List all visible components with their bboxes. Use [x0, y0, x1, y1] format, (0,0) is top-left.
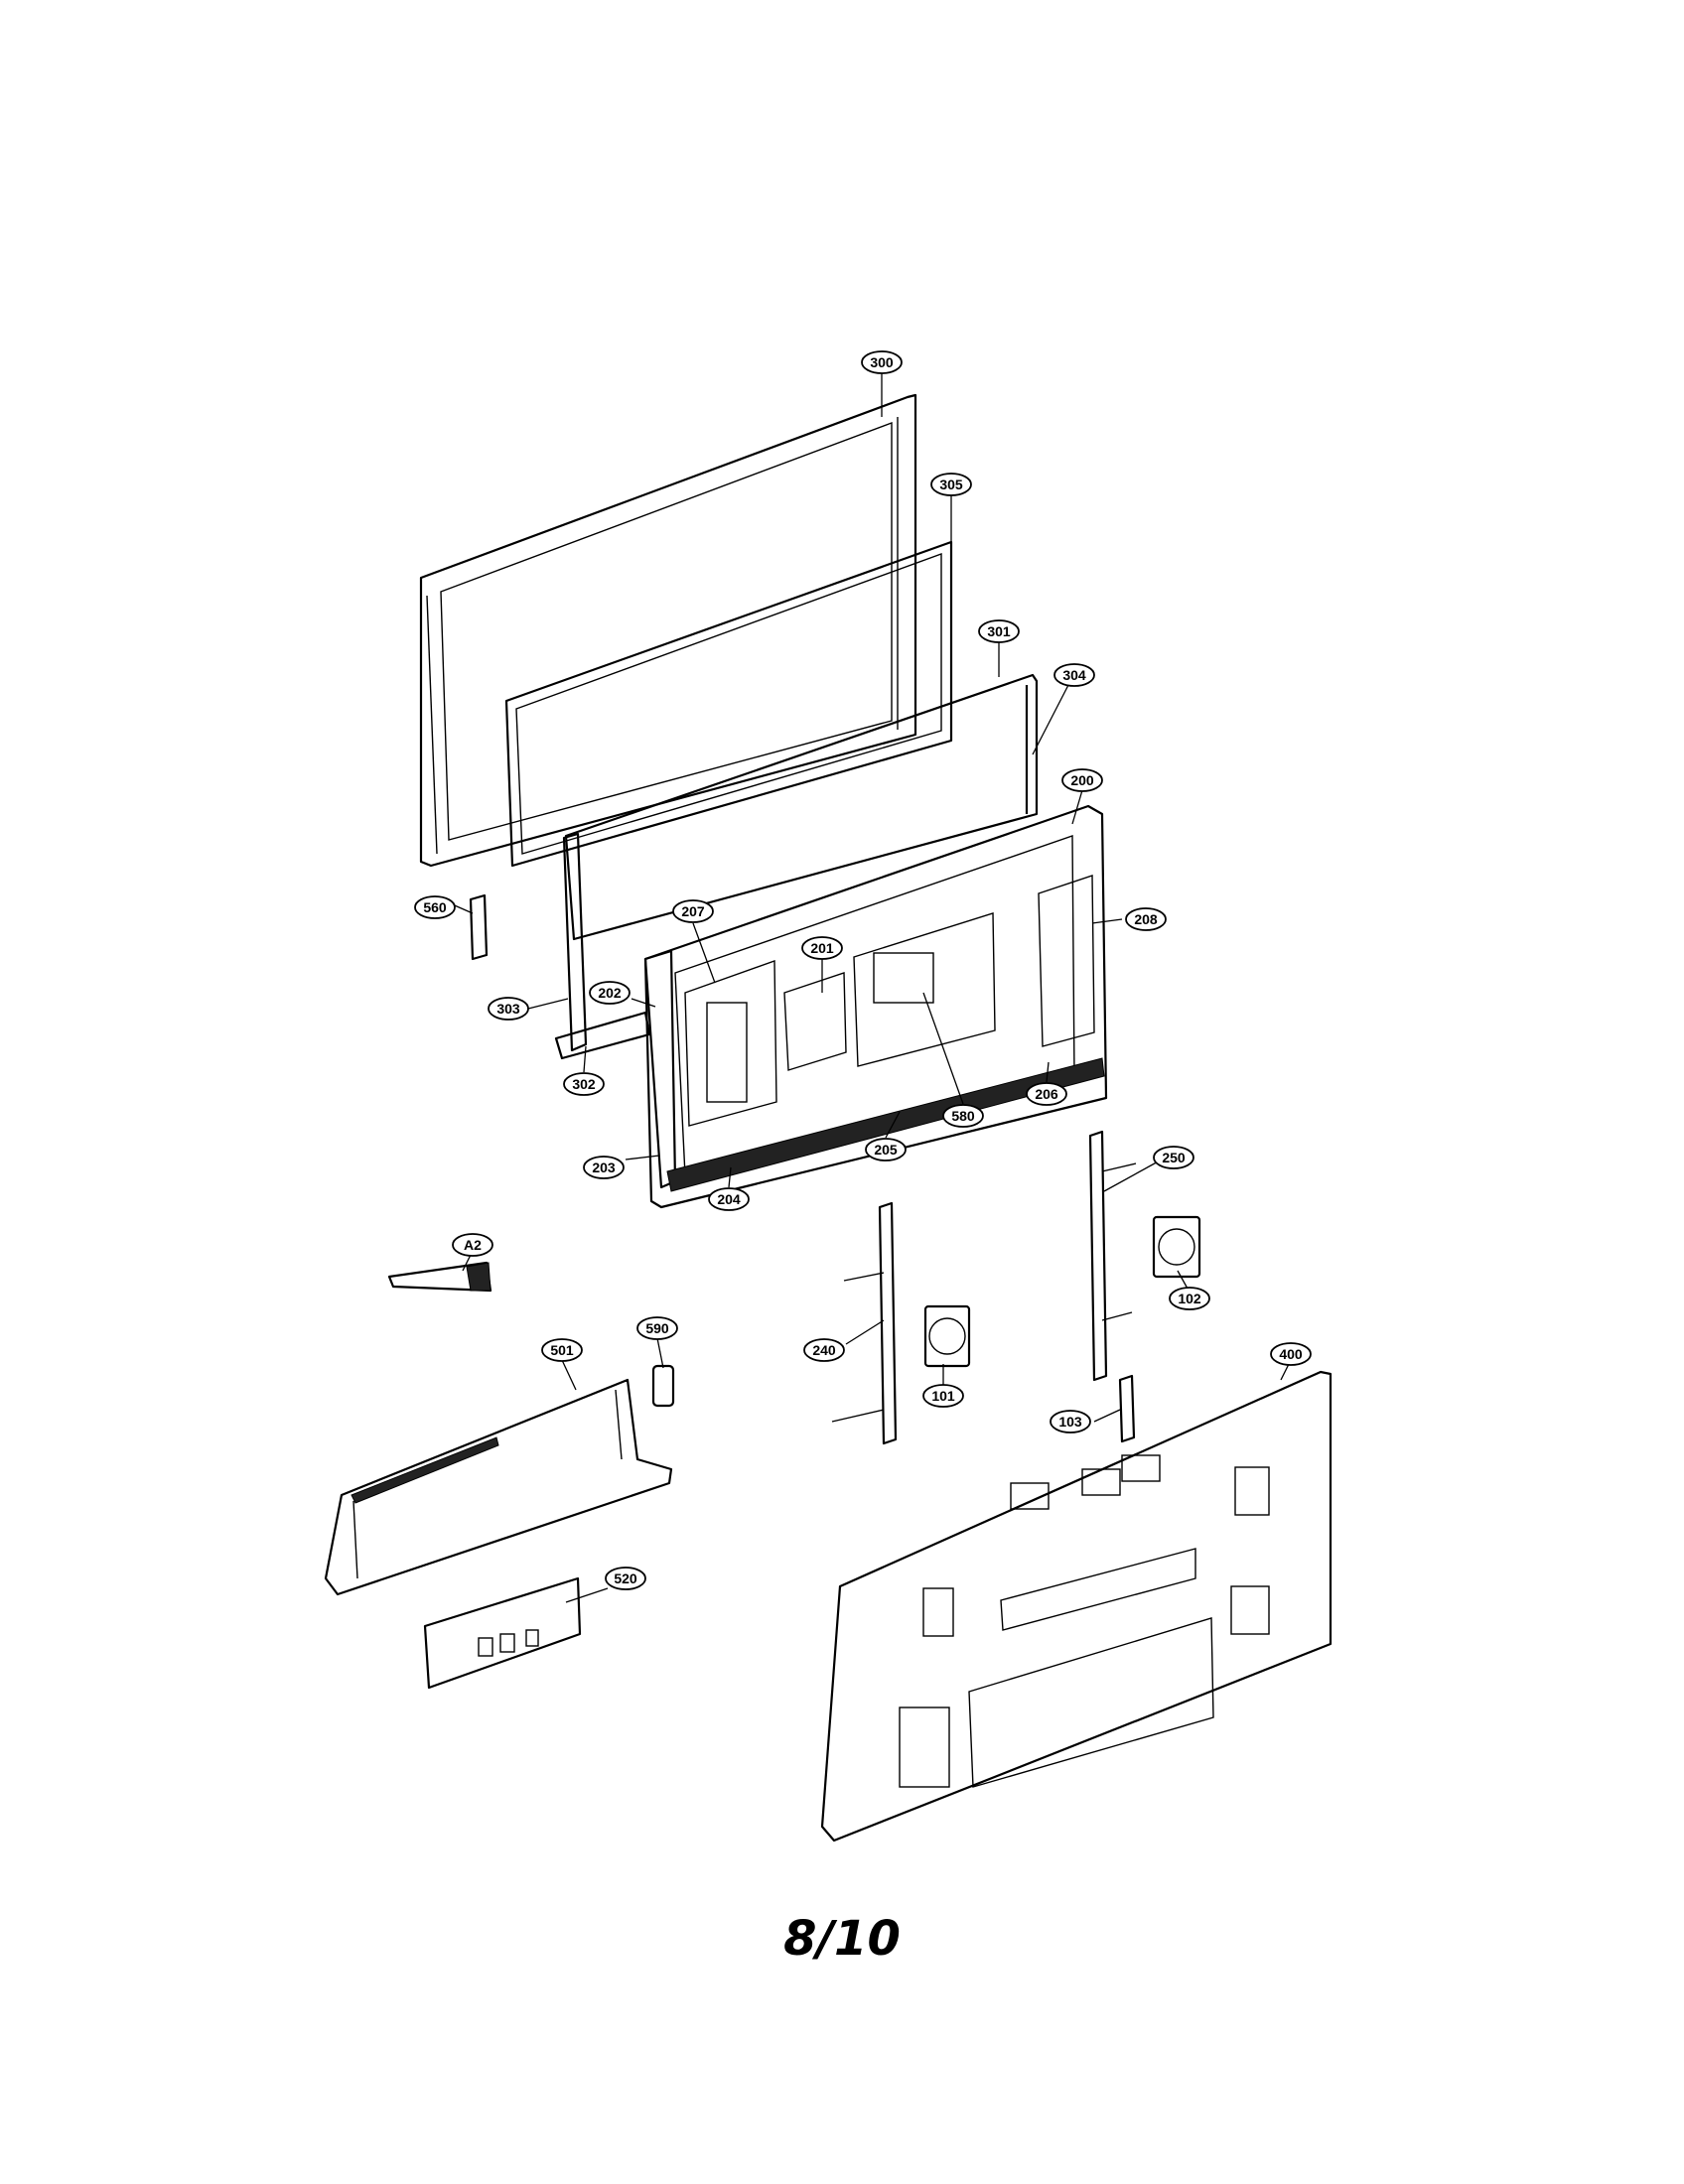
part-305-filter-panel: [504, 540, 953, 868]
callout-301-label: 301: [987, 623, 1011, 639]
callout-304: 304: [1053, 663, 1095, 687]
callout-208-label: 208: [1134, 911, 1158, 927]
callout-206-label: 206: [1035, 1086, 1058, 1102]
part-590-connector: [651, 1364, 675, 1408]
callout-203-label: 203: [592, 1160, 616, 1175]
callout-305-label: 305: [939, 477, 963, 492]
callout-208: 208: [1125, 907, 1167, 931]
callout-A2: A2: [452, 1233, 493, 1257]
callout-A2-label: A2: [464, 1237, 482, 1253]
callout-103: 103: [1050, 1410, 1091, 1433]
part-520-input-board: [423, 1576, 582, 1690]
part-501-bottom-bracket: [324, 1378, 673, 1596]
callout-203: 203: [583, 1156, 625, 1179]
callout-103-label: 103: [1058, 1414, 1082, 1430]
callout-102-label: 102: [1178, 1291, 1201, 1306]
callout-201: 201: [801, 936, 843, 960]
part-101-speaker: [923, 1304, 971, 1368]
part-302-bottom-bracket: [554, 1011, 651, 1060]
callout-102: 102: [1169, 1287, 1210, 1310]
callout-206: 206: [1026, 1082, 1067, 1106]
callout-202-label: 202: [598, 985, 622, 1001]
callout-301: 301: [978, 619, 1020, 643]
part-300-front-bezel: [419, 393, 917, 868]
callout-240-label: 240: [812, 1342, 836, 1358]
callout-560: 560: [414, 895, 456, 919]
callout-300-label: 300: [870, 354, 894, 370]
part-240-bracket-left: [831, 1201, 898, 1445]
callout-590-label: 590: [645, 1320, 669, 1336]
callout-200-label: 200: [1070, 772, 1094, 788]
callout-302-label: 302: [572, 1076, 596, 1092]
callout-303: 303: [488, 997, 529, 1021]
callout-207: 207: [672, 899, 714, 923]
part-400-back-cover: [820, 1370, 1333, 1843]
part-102-speaker: [1152, 1215, 1201, 1279]
callout-400: 400: [1270, 1342, 1312, 1366]
part-201-board: [783, 972, 847, 1071]
callout-300: 300: [861, 350, 903, 374]
callout-201-label: 201: [810, 940, 834, 956]
part-204-205-206-heatsink-strip: [666, 1057, 1105, 1192]
callout-207-label: 207: [681, 903, 705, 919]
callout-205-label: 205: [874, 1142, 898, 1158]
callout-101-label: 101: [931, 1388, 955, 1404]
callout-250-label: 250: [1162, 1150, 1186, 1165]
callout-250: 250: [1153, 1146, 1194, 1169]
part-250-bracket-right: [1088, 1130, 1137, 1382]
callout-580-label: 580: [951, 1108, 975, 1124]
callout-400-label: 400: [1279, 1346, 1303, 1362]
callout-202: 202: [589, 981, 631, 1005]
callout-200: 200: [1061, 768, 1103, 792]
part-103-bracket: [1118, 1374, 1136, 1443]
part-A2-accessory: [387, 1261, 492, 1293]
callout-302: 302: [563, 1072, 605, 1096]
callout-101: 101: [922, 1384, 964, 1408]
callout-520: 520: [605, 1567, 646, 1590]
part-560-bracket: [469, 893, 489, 961]
callout-560-label: 560: [423, 899, 447, 915]
page-number: 8/10: [783, 1911, 901, 1967]
callout-501-label: 501: [550, 1342, 574, 1358]
part-207-power-board: [684, 960, 777, 1127]
callout-304-label: 304: [1062, 667, 1086, 683]
callout-204: 204: [708, 1187, 750, 1211]
callout-204-label: 204: [717, 1191, 741, 1207]
part-301-inner-frame: [564, 673, 1039, 941]
part-580-main-board: [853, 912, 996, 1067]
part-208-side-board: [1038, 875, 1095, 1047]
callout-520-label: 520: [614, 1570, 637, 1586]
callout-205: 205: [865, 1138, 907, 1161]
callout-240: 240: [803, 1338, 845, 1362]
part-303-side-bracket: [562, 832, 588, 1052]
callout-590: 590: [636, 1316, 678, 1340]
leader-lines: [440, 373, 1290, 1603]
callout-303-label: 303: [496, 1001, 520, 1017]
callout-305: 305: [930, 473, 972, 496]
callout-501: 501: [541, 1338, 583, 1362]
callout-580: 580: [942, 1104, 984, 1128]
